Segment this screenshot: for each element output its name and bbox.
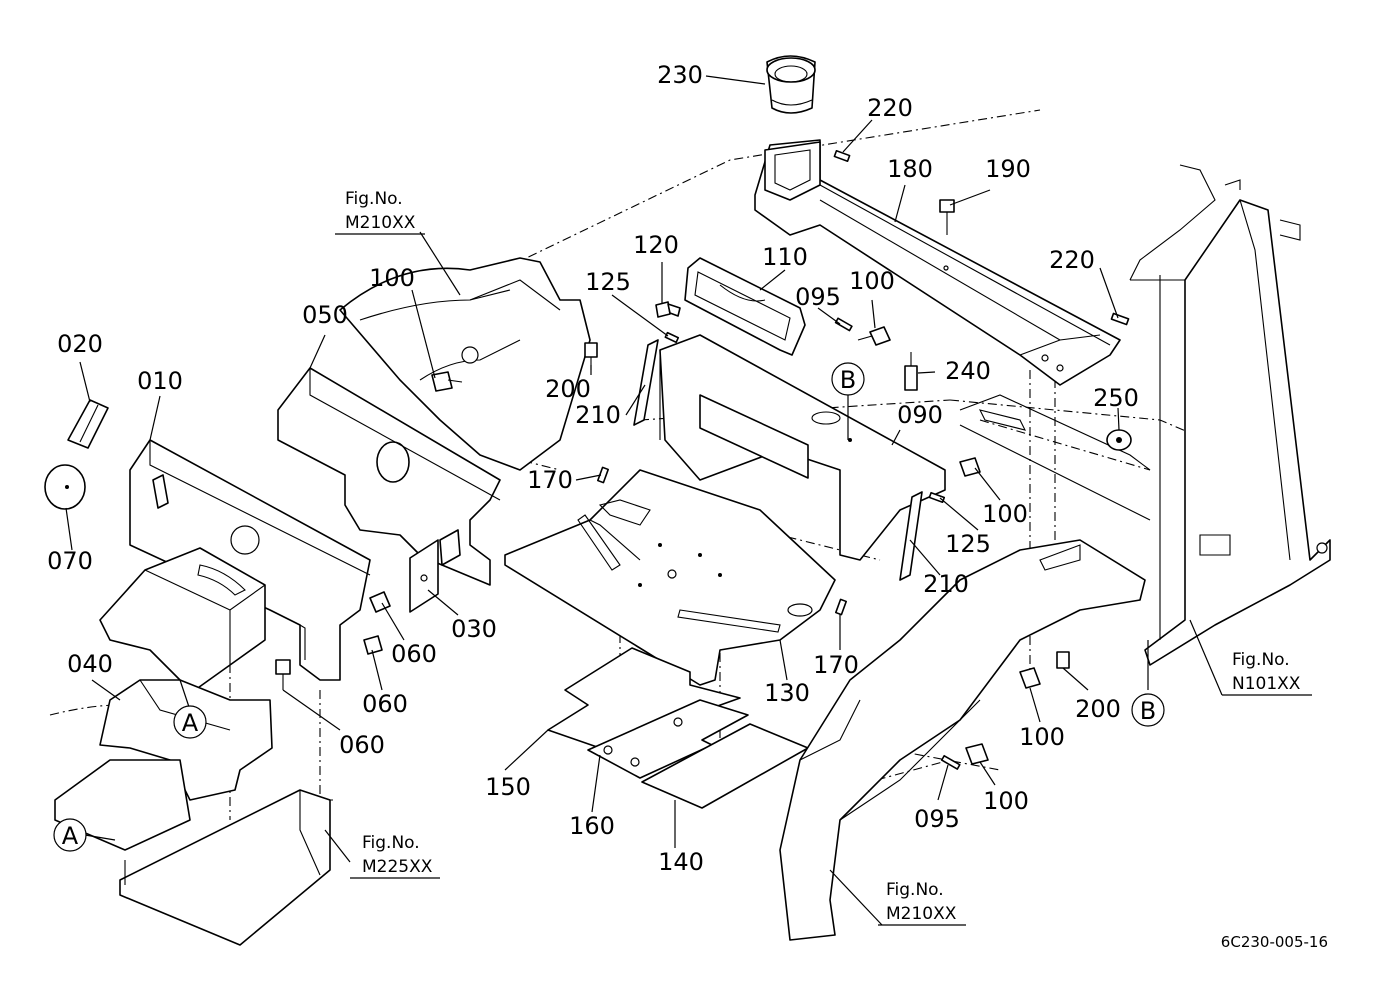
label-100-a: 100 (369, 264, 415, 292)
part-050-panel (277, 367, 501, 586)
rear-frame-outline (959, 164, 1331, 666)
part-110-handle (684, 257, 806, 356)
label-170-a: 170 (527, 466, 573, 494)
label-020: 020 (57, 330, 103, 358)
label-100-e: 100 (983, 787, 1029, 815)
label-250: 250 (1093, 384, 1139, 412)
fig-ref-2: Fig.No. M225XX (350, 833, 440, 879)
label-040: 040 (67, 650, 113, 678)
part-090-panel (659, 334, 946, 561)
fig-ref-3-code: M210XX (886, 904, 957, 924)
lower-tray-outline (54, 759, 331, 946)
part-150-mat (547, 647, 741, 749)
label-095-a: 095 (795, 283, 841, 311)
part-number-labels: 230 220 180 190 120 110 125 095 100 220 … (47, 61, 1139, 876)
callout-a-2-text: A (62, 822, 79, 850)
label-120: 120 (633, 231, 679, 259)
label-130: 130 (764, 679, 810, 707)
fig-ref-4-code: N101XX (1232, 674, 1301, 694)
label-140: 140 (658, 848, 704, 876)
fasteners (275, 301, 1132, 770)
label-060-a: 060 (391, 640, 437, 668)
label-200-b: 200 (1075, 695, 1121, 723)
label-060-c: 060 (339, 731, 385, 759)
label-220-right: 220 (1049, 246, 1095, 274)
part-070-disc (44, 464, 86, 510)
left-fender-outline (339, 257, 591, 471)
label-160: 160 (569, 812, 615, 840)
part-190-bolt (939, 199, 955, 235)
callout-a-2: A (53, 818, 87, 852)
callout-b-2-text: B (1140, 697, 1156, 725)
label-030: 030 (451, 615, 497, 643)
fig-ref-4-label: Fig.No. (1232, 650, 1290, 670)
callout-a-1: A (173, 705, 207, 739)
part-220-clip-right (1110, 312, 1130, 326)
callout-b-1-text: B (840, 366, 856, 394)
label-125-b: 125 (945, 530, 991, 558)
label-180: 180 (887, 155, 933, 183)
label-100-c: 100 (982, 500, 1028, 528)
label-210-b: 210 (923, 570, 969, 598)
part-160-mat (587, 699, 749, 779)
label-170-b: 170 (813, 651, 859, 679)
part-230-cup (766, 55, 816, 114)
part-130-floor-panel (504, 469, 836, 686)
part-210-pad-right (899, 491, 923, 581)
label-090: 090 (897, 401, 943, 429)
fig-ref-2-label: Fig.No. (362, 833, 420, 853)
fig-ref-3-label: Fig.No. (886, 880, 944, 900)
part-040-cover (99, 547, 273, 801)
label-220-top: 220 (867, 94, 913, 122)
label-110: 110 (762, 243, 808, 271)
label-190: 190 (985, 155, 1031, 183)
label-095-b: 095 (914, 805, 960, 833)
fig-ref-3: Fig.No. M210XX (878, 880, 966, 926)
part-210-pad-left (633, 339, 659, 426)
label-100-d: 100 (1019, 723, 1065, 751)
label-010: 010 (137, 367, 183, 395)
label-050: 050 (302, 301, 348, 329)
label-060-b: 060 (362, 690, 408, 718)
fig-ref-1-label: Fig.No. (345, 189, 403, 209)
right-fender-outline (779, 539, 1146, 941)
part-220-clip-top (833, 149, 851, 163)
fig-ref-1: Fig.No. M210XX (335, 189, 425, 235)
fig-ref-1-code: M210XX (345, 213, 416, 233)
callout-b-1: B (831, 362, 865, 396)
part-020-plate (67, 399, 109, 449)
label-150: 150 (485, 773, 531, 801)
label-240: 240 (945, 357, 991, 385)
part-030-plate (409, 539, 439, 613)
label-210-a: 210 (575, 401, 621, 429)
fig-ref-2-code: M225XX (362, 857, 433, 877)
label-230: 230 (657, 61, 703, 89)
callout-b-2: B (1131, 693, 1165, 727)
label-200-a: 200 (545, 375, 591, 403)
label-100-b: 100 (849, 267, 895, 295)
callout-a-1-text: A (182, 709, 199, 737)
part-180-bracket (754, 139, 1121, 386)
label-070: 070 (47, 547, 93, 575)
fig-ref-4: Fig.No. N101XX (1222, 650, 1312, 696)
drawing-code: 6C230-005-16 (1221, 933, 1328, 951)
leader-lines (65, 75, 1223, 926)
label-125-a: 125 (585, 268, 631, 296)
